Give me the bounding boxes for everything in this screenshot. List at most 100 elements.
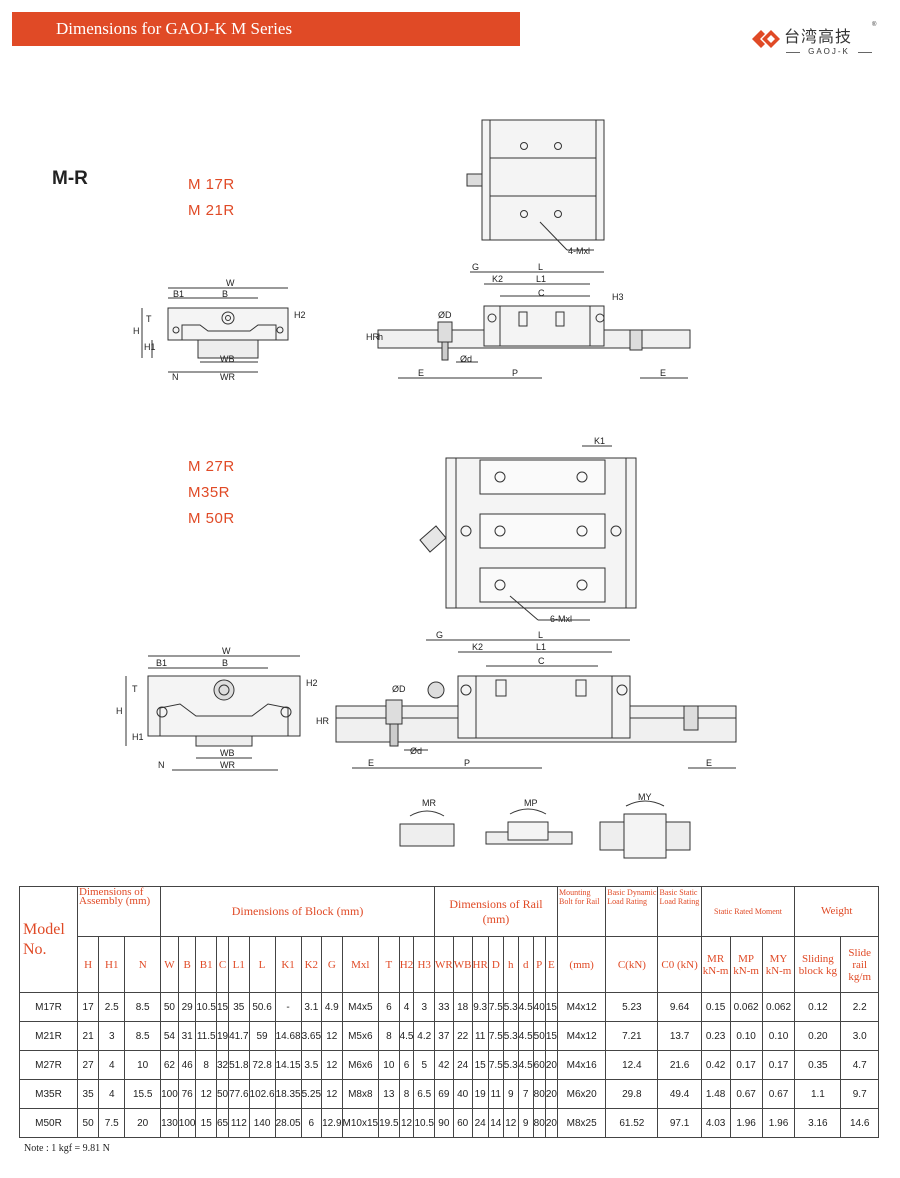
dim-G-large: G [436,630,443,640]
table-cell: 0.35 [794,1050,842,1080]
table-cell: 14.6 [840,1108,879,1138]
table-cell: 8.5 [124,1021,162,1051]
dim-d-large: Ød [410,746,422,756]
side-view-small [377,271,691,379]
table-cell: 40 [532,992,546,1022]
dim-K1: K1 [594,436,605,446]
model-group-small: M 17R M 21R [188,172,235,224]
dim-P: P [512,368,518,378]
dim-C-large: C [538,656,545,666]
dim-WR: WR [220,372,235,382]
table-cell: 60 [452,1108,473,1138]
spec-table: Model No. Dimensions of Assembly (mm) Di… [19,886,879,1138]
dim-C: C [538,288,545,298]
table-cell: M6x6 [341,1050,380,1080]
table-cell: 0.23 [700,1021,731,1051]
table-cell: 112 [228,1108,250,1138]
table-cell: 3.0 [840,1021,879,1051]
dim-WB: WB [220,354,235,364]
table-cell: 19 [215,1021,230,1051]
table-cell: 21.6 [657,1050,702,1080]
column-header: B [177,936,197,993]
dim-E-right: E [660,368,666,378]
table-cell: 0.12 [794,992,842,1022]
table-cell: 41.7 [228,1021,250,1051]
table-cell: - [274,992,302,1022]
header-dynamic: Basic Dynamic Load Rating [605,886,659,937]
front-view-large [125,655,301,771]
moment-MP: MP [524,798,538,808]
table-cell: 130 [160,1108,179,1138]
callout-4-mxl: 4-Mxl [568,246,590,256]
table-cell: 29.8 [605,1079,659,1109]
column-header: Sliding block kg [794,936,842,993]
table-cell: 19 [471,1079,489,1109]
table-cell: 6 [300,1108,323,1138]
table-cell: 65 [215,1108,230,1138]
table-cell: 50 [76,1108,100,1138]
model-label: M 21R [188,202,235,219]
table-cell: 10 [378,1050,400,1080]
table-cell: 7.5 [487,992,504,1022]
dim-T-large: T [132,684,138,694]
table-cell: 20 [544,1108,559,1138]
column-header: D [487,936,504,993]
moment-diagrams [399,800,691,859]
model-label: M 27R [188,458,235,475]
column-header: Slide rail kg/m [840,936,879,993]
table-cell: 14 [487,1108,504,1138]
table-cell: 60 [532,1050,546,1080]
table-cell: 4.7 [840,1050,879,1080]
table-cell: 102.6 [248,1079,276,1109]
table-cell: 4.5 [517,1021,534,1051]
model-group-large: M 27R M35R M 50R [188,454,235,532]
table-cell: 50 [160,992,179,1022]
dim-K2: K2 [492,274,503,284]
table-cell: 9.3 [471,992,489,1022]
column-header: MY kN-m [761,936,796,993]
column-header: B1 [195,936,217,993]
logo-mark-icon [752,30,780,48]
table-cell: 3 [413,992,435,1022]
column-header: Mxl [341,936,380,993]
table-cell: 61.52 [605,1108,659,1138]
column-header: K1 [274,936,302,993]
column-header: K2 [300,936,323,993]
table-cell: M8x8 [341,1079,380,1109]
technical-drawings: 4-Mxl W B B1 T H H1 H2 N WB WR G L L1 C … [116,119,737,859]
table-cell: 4.5 [517,992,534,1022]
dim-B1-large: B1 [156,658,167,668]
header-mounting-bolt: Mounting Bolt for Rail [556,886,607,937]
table-cell: 5.3 [502,1021,519,1051]
table-cell: 14.15 [274,1050,302,1080]
table-cell: 6 [398,1050,415,1080]
table-cell: 12 [398,1108,415,1138]
footnote: Note : 1 kgf = 9.81 N [24,1143,110,1154]
side-view-large [335,639,737,769]
table-cell: 35 [228,992,250,1022]
table-cell: 4.9 [321,992,343,1022]
dim-H-large: H [116,706,123,716]
table-cell: 59 [248,1021,276,1051]
dim-WR-large: WR [220,760,235,770]
table-cell: M4x16 [556,1050,607,1080]
table-cell: 0.17 [761,1050,796,1080]
column-header: C [215,936,230,993]
header-weight: Weight [794,886,879,937]
column-header: N [124,936,162,993]
model-cell: M27R [19,1050,78,1080]
table-cell: 4 [98,1079,126,1109]
dim-H1-large: H1 [132,732,144,742]
table-cell: 10 [124,1050,162,1080]
dim-P-large: P [464,758,470,768]
dim-E-large-right: E [706,758,712,768]
table-cell: 100 [160,1079,179,1109]
table-cell: 0.10 [761,1021,796,1051]
moment-MR: MR [422,798,436,808]
front-view-small [141,287,289,373]
table-cell: 8 [378,1021,400,1051]
model-cell: M21R [19,1021,78,1051]
